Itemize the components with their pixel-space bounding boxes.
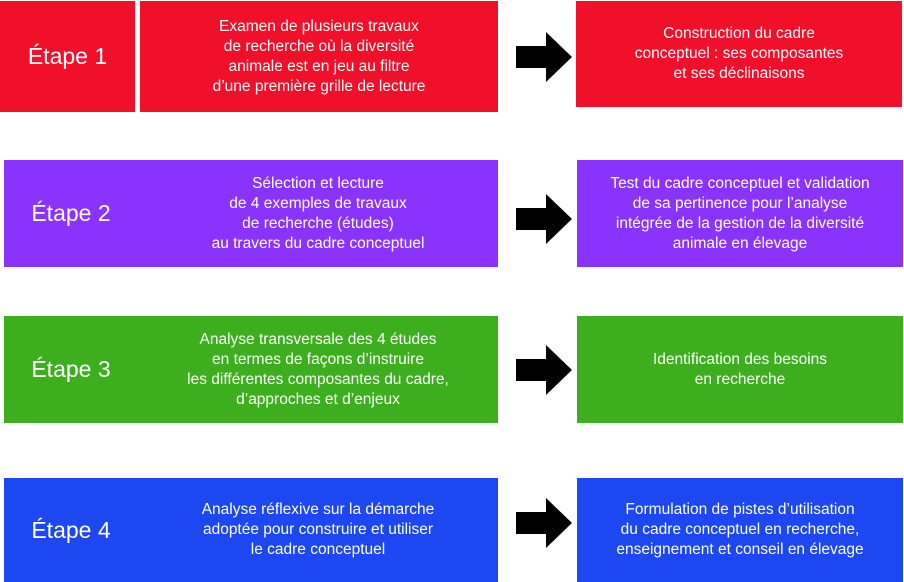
right-arrow-icon <box>516 498 572 548</box>
step-2-label: Étape 2 <box>4 160 138 267</box>
right-arrow-icon <box>516 345 572 395</box>
step-3-label: Étape 3 <box>4 316 138 423</box>
step-2-outcome: Test du cadre conceptuel et validation d… <box>577 160 903 267</box>
right-arrow-icon <box>516 32 572 82</box>
step-3-description: Analyse transversale des 4 études en ter… <box>138 316 498 423</box>
step-2-description: Sélection et lecture de 4 exemples de tr… <box>138 160 498 267</box>
step-4-outcome: Formulation de pistes d’utilisation du c… <box>577 478 903 582</box>
step-1-label: Étape 1 <box>0 1 135 112</box>
step-4-label: Étape 4 <box>4 478 138 582</box>
step-4-description: Analyse réflexive sur la démarche adopté… <box>138 478 498 582</box>
step-1-outcome: Construction du cadre conceptuel : ses c… <box>576 1 902 107</box>
right-arrow-icon <box>516 194 572 244</box>
step-3-outcome: Identification des besoins en recherche <box>577 316 903 423</box>
step-1-description: Examen de plusieurs travaux de recherche… <box>140 1 498 112</box>
